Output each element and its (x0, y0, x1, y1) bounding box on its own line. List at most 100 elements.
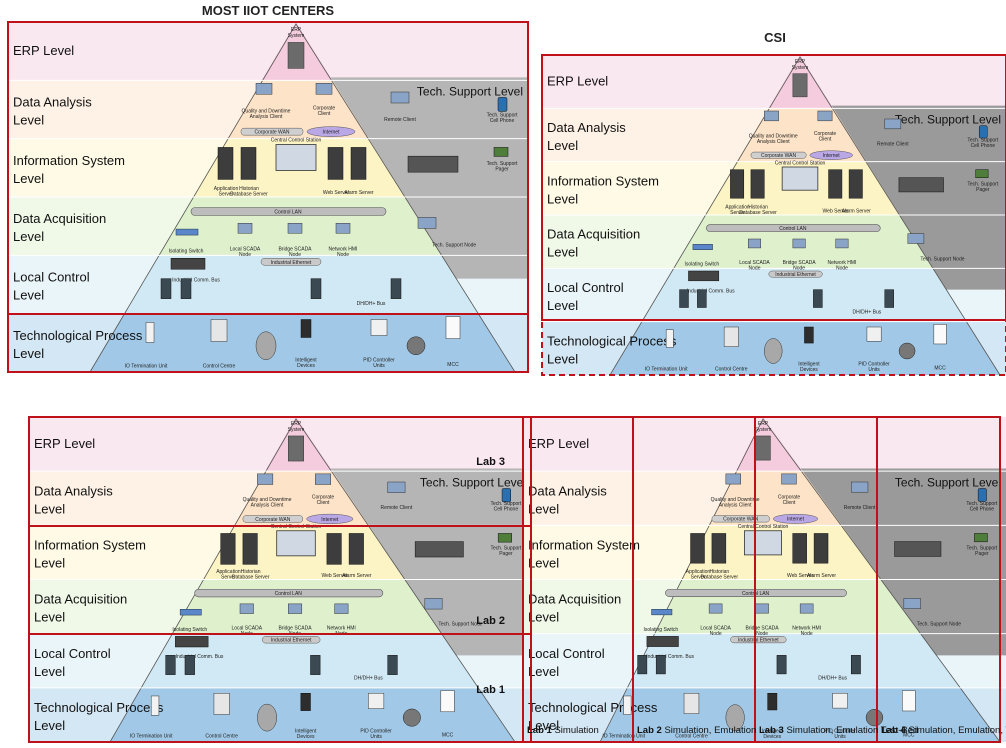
control-station-label: Central Control Station (738, 524, 789, 530)
tech-support-node-laptop-icon (907, 233, 925, 244)
control-station-label: Central Control Station (271, 524, 322, 530)
tech-support-node-label: Tech. Support Node (432, 243, 476, 249)
drive-1-icon (160, 278, 172, 299)
tank-icon (257, 703, 277, 732)
hmi-panel-icon (884, 289, 894, 308)
pid-controller-icon (832, 693, 848, 709)
pyramid-outline (599, 418, 1001, 743)
internet-cloud-icon (306, 513, 354, 525)
network-hmi-laptop-icon (335, 223, 351, 234)
isolating-switch-label: Isolating Switch (169, 248, 204, 254)
controller-icon (776, 655, 787, 675)
dh-bus-label: DH/DH+ Bus (818, 676, 847, 682)
historian-server-icon (711, 533, 727, 564)
mcc-cabinet-icon (440, 690, 455, 713)
tech-support-region (831, 105, 1006, 290)
control-lan-label: Control LAN (275, 591, 303, 597)
control-station-monitor-icon (276, 530, 316, 557)
pid-controller-icon (368, 693, 385, 709)
lab-column-caption-4: Lab 4 Simulation, Emulation, Test-Plant (881, 725, 1006, 736)
erp-server-icon (755, 435, 771, 461)
control-lan-bar (706, 224, 881, 233)
mcc-cabinet-icon (445, 316, 461, 339)
pager-icon (974, 533, 988, 543)
local-scada-laptop-icon (239, 603, 254, 614)
corporate-client-laptop-icon (315, 83, 333, 95)
erp-server-icon (287, 42, 305, 69)
title-most-iiot-centers: MOST IIOT CENTERS (202, 3, 335, 18)
intelligent-device-icon (300, 319, 312, 338)
industrial-comm-bus-label: Industrial Comm. Bus (172, 278, 220, 284)
isolating-switch-icon (179, 609, 202, 616)
tech-support-rack-icon (414, 541, 464, 558)
controller-icon (813, 289, 823, 308)
application-server-icon (730, 169, 745, 199)
plc-rack-icon (646, 636, 679, 647)
alarm-server-icon (350, 147, 367, 180)
frame-csi-process-dashed (541, 319, 1006, 376)
io-termination-label: IO Termination Unit (125, 363, 168, 369)
control-centre-label: Control Centre (203, 363, 236, 369)
corporate-wan-bar (242, 515, 304, 523)
io-termination-icon (145, 322, 155, 343)
io-termination-icon (150, 695, 160, 716)
tech-support-level-label: Tech. Support Level (895, 113, 1001, 127)
erp-server-icon (288, 435, 304, 462)
drive-1-icon (165, 655, 176, 675)
isolating-switch-icon (692, 244, 713, 250)
control-centre-label: Control Centre (675, 734, 708, 740)
dh-bus-label: DH/DH+ Bus (357, 301, 386, 307)
cell-phone-icon (497, 97, 508, 112)
frame-lab-column-4 (876, 416, 1001, 743)
pid-controller-icon (370, 319, 388, 336)
control-station-label: Central Control Station (775, 160, 826, 166)
local-scada-laptop-icon (708, 603, 723, 614)
web-server-icon (828, 169, 843, 199)
control-lan-bar (190, 207, 387, 216)
tech-support-node-label: Tech. Support Node (917, 622, 961, 628)
cell-phone-icon (977, 488, 987, 502)
historian-server-icon (240, 147, 257, 180)
industrial-ethernet-label: Industrial Ethernet (775, 272, 816, 278)
internet-cloud-icon (306, 126, 356, 137)
control-station-label: Central Control Station (271, 138, 322, 144)
internet-label: Internet (323, 130, 341, 136)
tech-support-node-label: Tech. Support Node (438, 622, 482, 628)
remote-client-label: Remote Client (384, 117, 416, 123)
frame-lab1 (28, 633, 532, 743)
plc-rack-icon (170, 258, 206, 270)
remote-client-label: Remote Client (877, 142, 909, 148)
tech-support-rack-icon (407, 155, 459, 173)
corporate-wan-label: Corporate WAN (254, 130, 289, 136)
network-hmi-laptop-icon (334, 603, 349, 614)
tech-support-region (330, 468, 531, 656)
